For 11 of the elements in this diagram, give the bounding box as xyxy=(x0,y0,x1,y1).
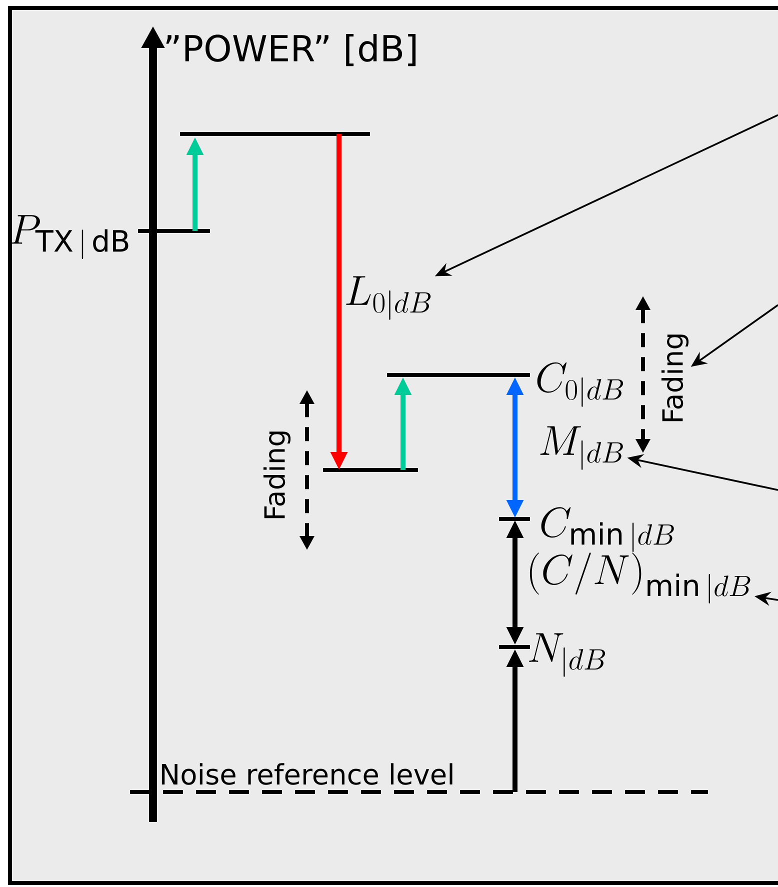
formula-label: $L_{0|dB}$ xyxy=(346,276,431,320)
formula-label: $M_{|dB}$ xyxy=(540,426,623,470)
formula-label: $C_{\min|dB}$ xyxy=(541,507,674,552)
fading-label: Fading xyxy=(263,432,291,518)
formula-label: $C_{0|dB}$ xyxy=(537,362,624,407)
axis-title: ”POWER” [dB] xyxy=(166,34,416,66)
formula-label: $\left( C / N \right)_{\min|dB}$ xyxy=(530,552,750,604)
formula-label: $P_{\mathrm{TX}\,|\,\mathrm{dB}}$ xyxy=(10,215,128,259)
formula-label: $N_{|dB}$ xyxy=(529,633,606,677)
axis-label: Noise reference level xyxy=(162,763,452,785)
fading-label: Fading xyxy=(661,334,689,422)
